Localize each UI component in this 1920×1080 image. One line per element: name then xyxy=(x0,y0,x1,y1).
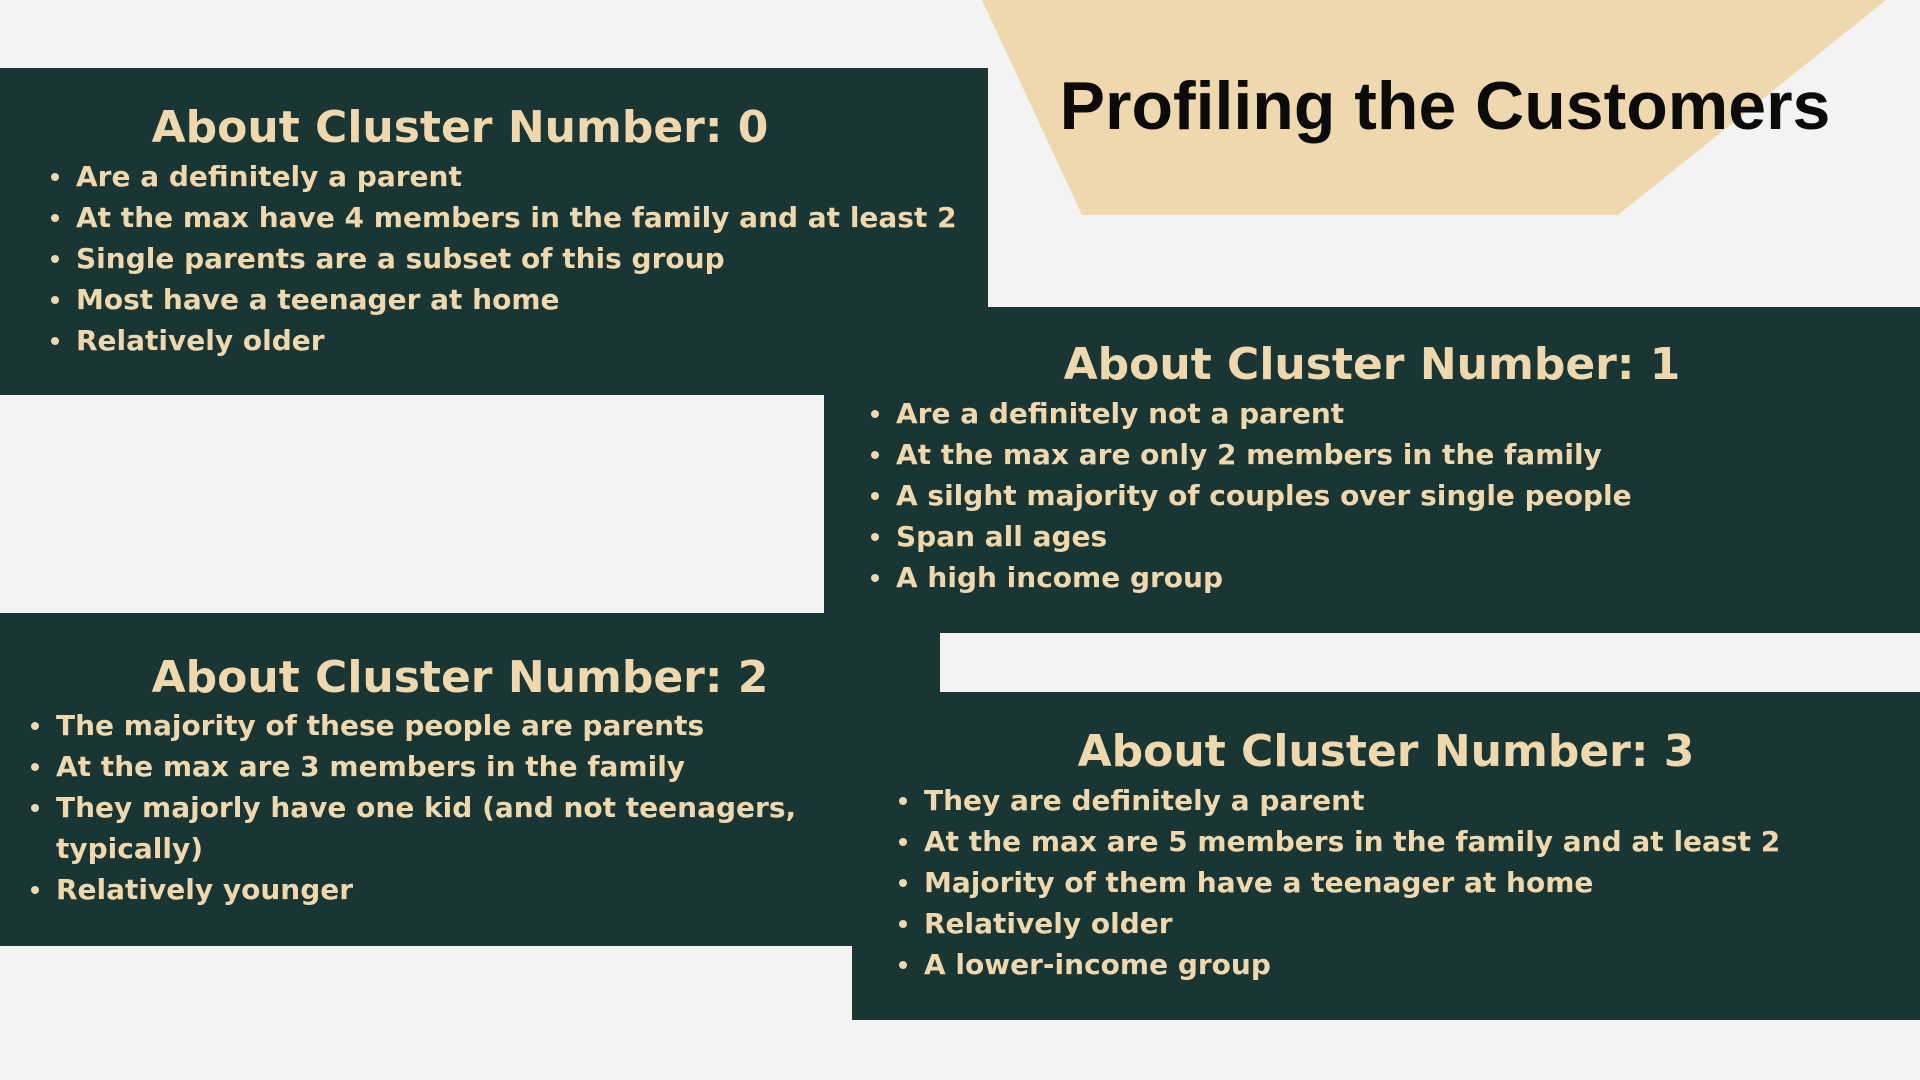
list-item: At the max have 4 members in the family … xyxy=(50,197,980,238)
cluster-0-title: About Cluster Number: 0 xyxy=(151,102,769,153)
cluster-2-list: The majority of these people are parents… xyxy=(30,705,820,910)
list-item: Relatively younger xyxy=(30,869,820,910)
list-item: The majority of these people are parents xyxy=(30,705,820,746)
cluster-1-list: Are a definitely not a parent At the max… xyxy=(870,393,1900,598)
list-item: They majorly have one kid (and not teena… xyxy=(30,787,820,869)
list-item: At the max are 5 members in the family a… xyxy=(898,821,1898,862)
list-item: At the max are 3 members in the family xyxy=(30,746,820,787)
cluster-2-title: About Cluster Number: 2 xyxy=(151,652,769,703)
list-item: Most have a teenager at home xyxy=(50,279,980,320)
cluster-3-panel: About Cluster Number: 3 They are definit… xyxy=(852,692,1920,1020)
list-item: Single parents are a subset of this grou… xyxy=(50,238,980,279)
list-item: A silght majority of couples over single… xyxy=(870,475,1900,516)
page-title: Profiling the Customers xyxy=(1059,68,1831,144)
cluster-3-title: About Cluster Number: 3 xyxy=(1077,726,1695,777)
list-item: A lower-income group xyxy=(898,944,1898,985)
cluster-1-title: About Cluster Number: 1 xyxy=(1063,339,1681,390)
list-item: At the max are only 2 members in the fam… xyxy=(870,434,1900,475)
list-item: Relatively older xyxy=(50,320,980,361)
cluster-0-list: Are a definitely a parent At the max hav… xyxy=(50,156,980,361)
list-item: Are a definitely not a parent xyxy=(870,393,1900,434)
cluster-3-list: They are definitely a parent At the max … xyxy=(898,780,1898,985)
list-item: They are definitely a parent xyxy=(898,780,1898,821)
cluster-2-panel: About Cluster Number: 2 The majority of … xyxy=(0,613,940,946)
cluster-1-panel: About Cluster Number: 1 Are a definitely… xyxy=(824,307,1920,633)
list-item: Relatively older xyxy=(898,903,1898,944)
list-item: Span all ages xyxy=(870,516,1900,557)
list-item: A high income group xyxy=(870,557,1900,598)
cluster-0-panel: About Cluster Number: 0 Are a definitely… xyxy=(0,68,988,395)
list-item: Are a definitely a parent xyxy=(50,156,980,197)
list-item: Majority of them have a teenager at home xyxy=(898,862,1898,903)
